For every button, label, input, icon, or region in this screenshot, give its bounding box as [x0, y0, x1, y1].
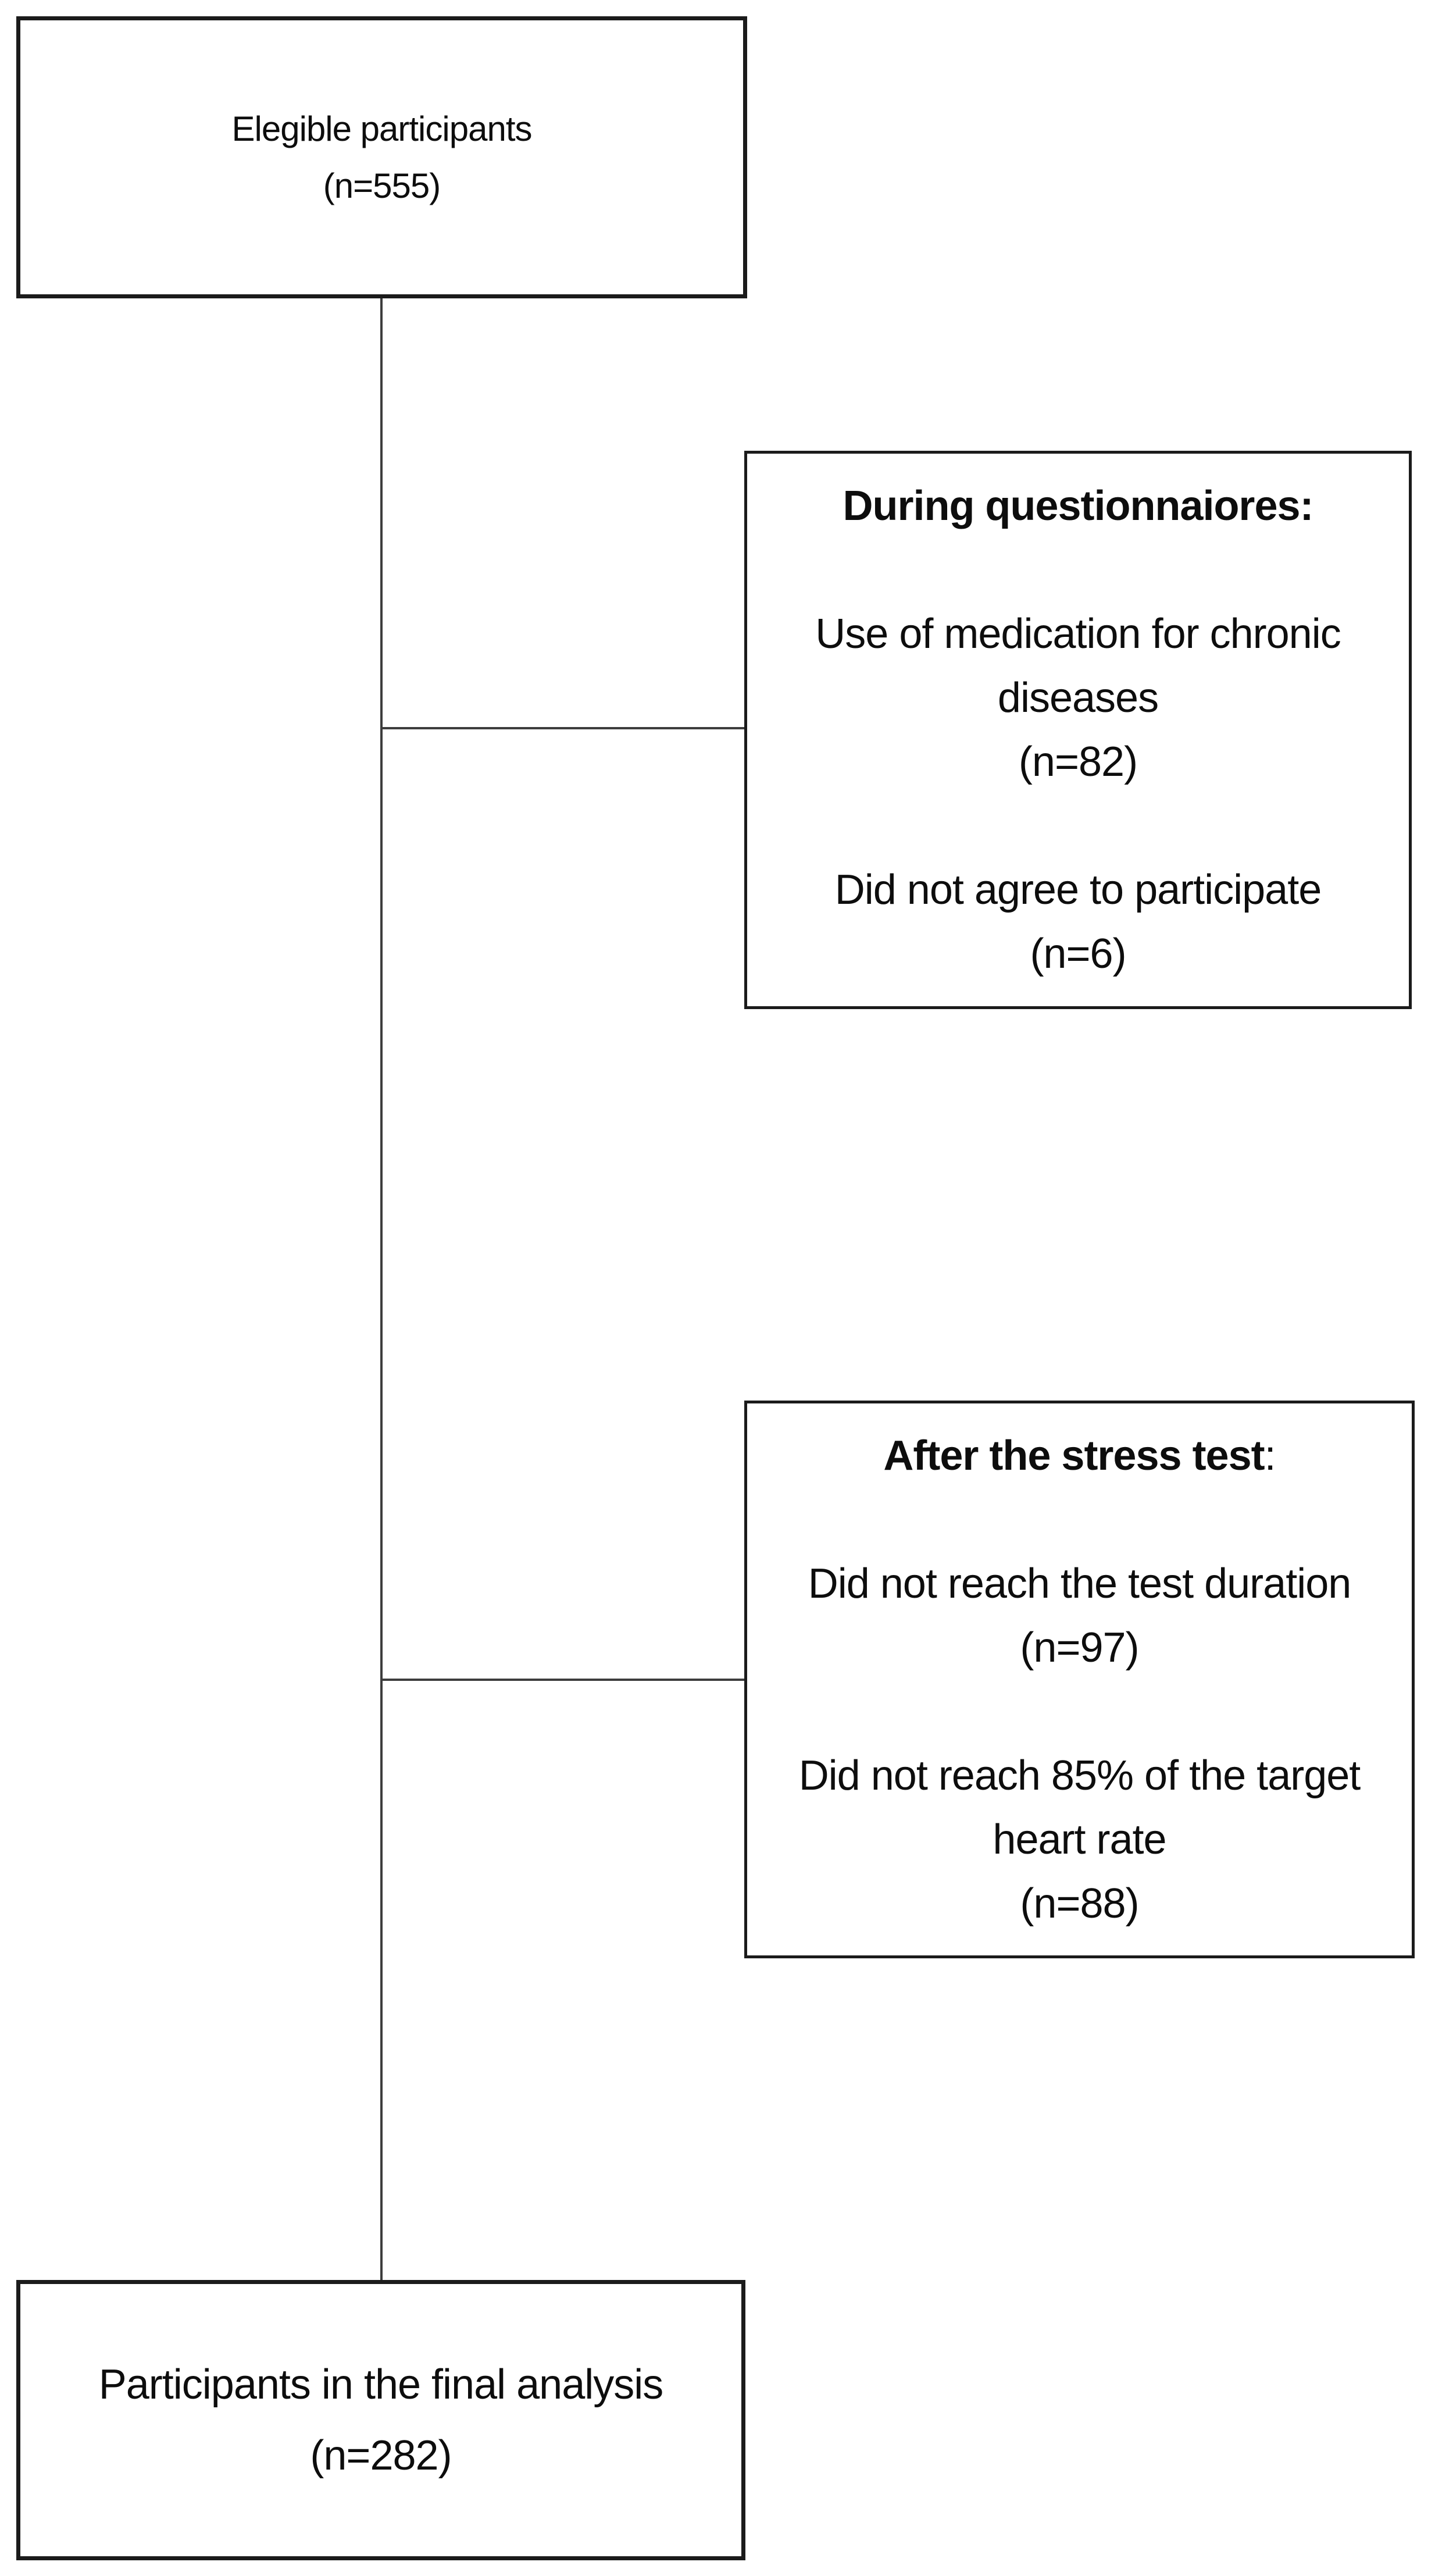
- stress-test-title-text: After the stress test: [883, 1432, 1265, 1479]
- connector-questionnaires-line: [380, 727, 745, 729]
- medication-exclusion-label-line2: diseases: [997, 675, 1159, 721]
- box-eligible-participants: Elegible participants (n=555): [16, 16, 747, 298]
- medication-exclusion-count: (n=82): [1018, 739, 1138, 785]
- stress-test-title-colon: :: [1264, 1432, 1276, 1479]
- stress-test-title: After the stress test:: [883, 1424, 1276, 1488]
- eligible-participants-count: (n=555): [323, 166, 441, 205]
- questionnaires-title: During questionnaiores:: [843, 483, 1313, 529]
- final-analysis-label: Participants in the final analysis: [98, 2361, 664, 2408]
- eligible-participants-label: Elegible participants: [231, 109, 533, 148]
- test-duration-exclusion-count: (n=97): [1020, 1624, 1139, 1671]
- heart-rate-exclusion-count: (n=88): [1020, 1880, 1139, 1927]
- test-duration-exclusion-label: Did not reach the test duration: [808, 1560, 1352, 1607]
- medication-exclusion-label-line1: Use of medication for chronic: [815, 611, 1341, 657]
- box-final-analysis: Participants in the final analysis (n=28…: [16, 2280, 745, 2560]
- box-exclusions-stress-test: After the stress test: Did not reach the…: [744, 1401, 1415, 1958]
- heart-rate-exclusion-label-line1: Did not reach 85% of the target: [798, 1752, 1361, 1799]
- no-agreement-exclusion-label: Did not agree to participate: [834, 867, 1322, 913]
- final-analysis-count: (n=282): [310, 2432, 452, 2479]
- connector-stress-test-line: [380, 1679, 745, 1681]
- heart-rate-exclusion-label-line2: heart rate: [993, 1816, 1166, 1863]
- box-exclusions-questionnaires: During questionnaiores: Use of medicatio…: [744, 451, 1412, 1009]
- no-agreement-exclusion-count: (n=6): [1030, 931, 1126, 977]
- connector-vertical-line: [380, 298, 383, 2280]
